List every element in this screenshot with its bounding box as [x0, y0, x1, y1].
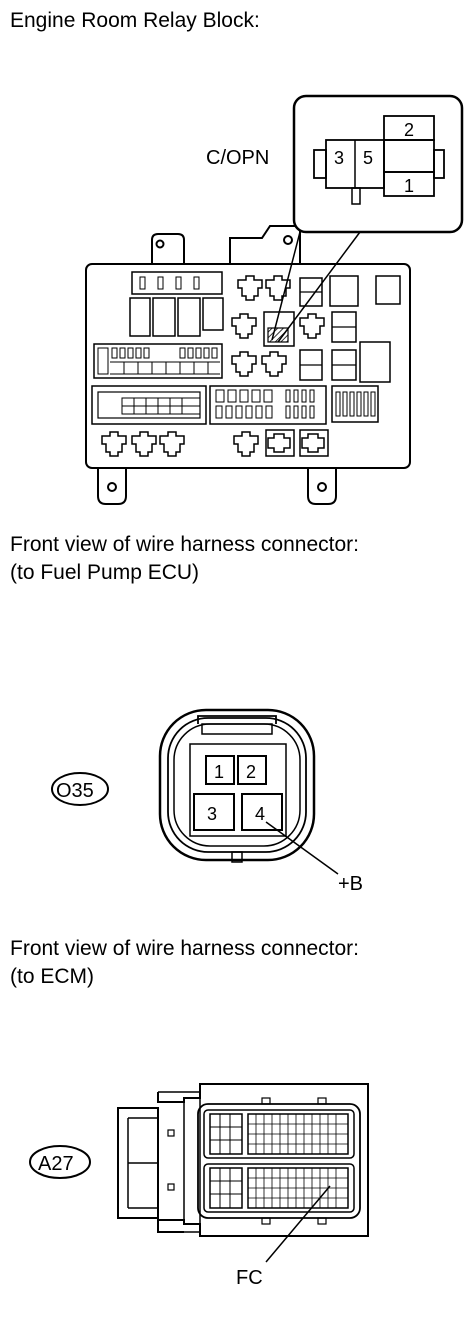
ecm-heading-line2: (to ECM): [10, 965, 94, 988]
fuel-pump-pin-2: 2: [246, 762, 256, 782]
fuel-pump-pin-1: 1: [214, 762, 224, 782]
ecm-connector: [29, 1083, 369, 1263]
relay-pin-2: 2: [404, 120, 414, 140]
ecm-terminal-label: FC: [236, 1267, 263, 1289]
fuel-pump-connector: [51, 708, 339, 875]
fuel-pump-pin-3: 3: [207, 804, 217, 824]
relay-pin-5: 5: [363, 148, 373, 168]
c-opn-label: C/OPN: [206, 147, 269, 169]
ecm-connector-code: A27: [38, 1153, 74, 1175]
relay-pin-1: 1: [404, 176, 414, 196]
relay-block-heading: Engine Room Relay Block:: [10, 9, 260, 32]
fuel-pump-connector-code: O35: [56, 780, 94, 802]
c-opn-callout: [271, 94, 464, 343]
relay-pin-3: 3: [334, 148, 344, 168]
fuel-pump-heading-line2: (to Fuel Pump ECU): [10, 561, 200, 584]
fuel-pump-pin-4: 4: [255, 804, 265, 824]
fuel-pump-terminal-label: +B: [338, 873, 363, 895]
fuel-pump-heading-line1: Front view of wire harness connector:: [10, 533, 359, 556]
relay-block: [85, 225, 411, 505]
ecm-heading-line1: Front view of wire harness connector:: [10, 937, 359, 960]
